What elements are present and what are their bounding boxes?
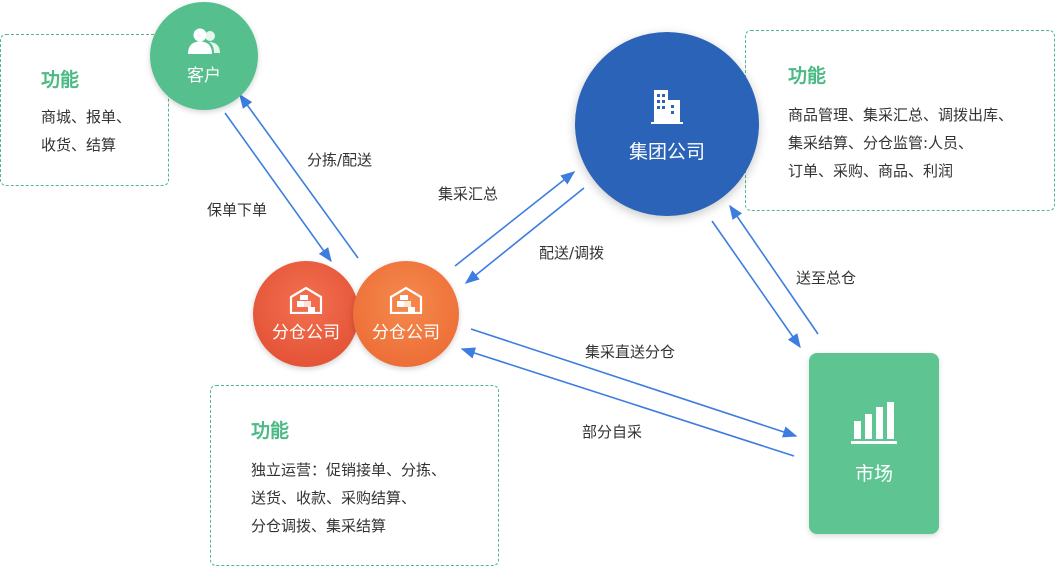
branch-function-title: 功能: [251, 420, 290, 442]
arrow-customer-to-branch: [224, 112, 332, 263]
customer-function-text: 商城、报单、 收货、结算: [41, 103, 131, 159]
branch-function-line: 独立运营：促销接单、分拣、: [251, 461, 447, 479]
market-node[interactable]: 市场: [809, 353, 939, 534]
group-function-line: 订单、采购、商品、利润: [788, 162, 954, 180]
branch-label: 分仓公司: [372, 322, 440, 343]
customer-label: 客户: [187, 65, 221, 86]
label-self-purchase: 部分自采: [582, 423, 643, 441]
branch-node[interactable]: 分仓公司: [253, 261, 359, 367]
branch-function-line: 送货、收款、采购结算、: [251, 489, 417, 507]
warehouse-icon: [389, 286, 423, 314]
branch-label: 分仓公司: [272, 322, 340, 343]
warehouse-icon: [289, 286, 323, 314]
bar-chart-icon: [851, 402, 897, 444]
label-deliver-transfer: 配送/调拨: [539, 244, 605, 262]
arrow-branch-to-customer: [239, 93, 359, 259]
arrow-group-to-branch: [464, 187, 585, 284]
customer-function-title: 功能: [41, 69, 80, 91]
arrow-branch-to-market: [470, 328, 798, 438]
branch-function-box: 功能 独立运营：促销接单、分拣、 送货、收款、采购结算、 分仓调拨、集采结算: [210, 385, 499, 566]
users-icon: [188, 28, 220, 54]
arrow-branch-to-group: [454, 171, 576, 267]
customer-function-line: 收货、结算: [41, 136, 117, 154]
label-central-summary: 集采汇总: [438, 185, 499, 203]
branch-function-text: 独立运营：促销接单、分拣、 送货、收款、采购结算、 分仓调拨、集采结算: [251, 456, 446, 540]
market-label: 市场: [854, 463, 893, 485]
group-function-title: 功能: [788, 65, 827, 87]
building-icon: [651, 89, 683, 124]
label-to-hq: 送至总仓: [796, 269, 857, 287]
branch-function-line: 分仓调拨、集采结算: [251, 517, 387, 535]
group-node[interactable]: 集团公司: [575, 32, 759, 216]
group-function-box: 功能 商品管理、集采汇总、调拨出库、 集采结算、分仓监管:人员、 订单、采购、商…: [745, 30, 1055, 211]
customer-function-box: 功能 商城、报单、 收货、结算: [0, 34, 169, 186]
label-place-order: 保单下单: [207, 201, 268, 219]
label-direct-to-branch: 集采直送分仓: [585, 343, 676, 361]
group-label: 集团公司: [628, 140, 705, 163]
group-function-line: 集采结算、分仓监管:人员、: [788, 134, 974, 152]
arrow-market-to-group: [729, 204, 819, 335]
branch-node[interactable]: 分仓公司: [353, 261, 459, 367]
group-function-text: 商品管理、集采汇总、调拨出库、 集采结算、分仓监管:人员、 订单、采购、商品、利…: [788, 101, 1013, 185]
customer-node[interactable]: 客户: [150, 2, 258, 110]
arrow-market-to-branch: [460, 347, 795, 457]
label-sort-deliver: 分拣/配送: [307, 151, 373, 169]
customer-function-line: 商城、报单、: [41, 108, 132, 126]
arrow-group-to-market: [711, 220, 801, 349]
group-function-line: 商品管理、集采汇总、调拨出库、: [788, 106, 1014, 124]
